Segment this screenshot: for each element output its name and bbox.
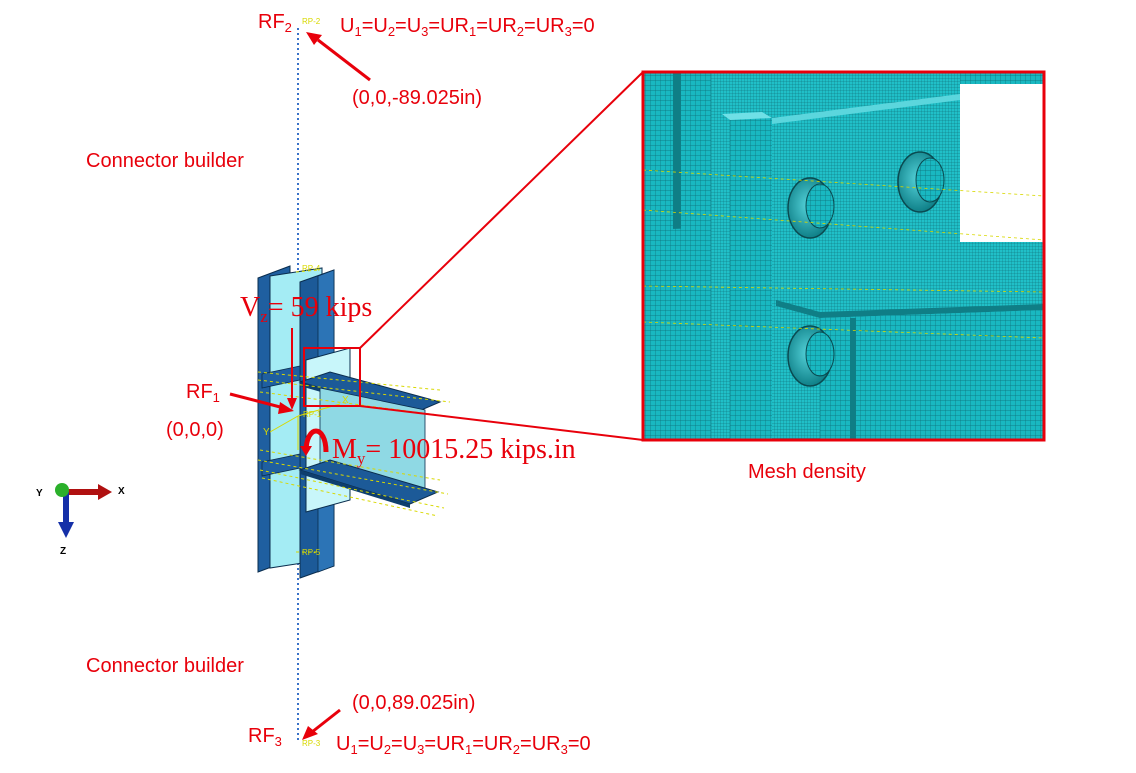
triad-y-label: Y (36, 488, 43, 499)
rf1-label: RF1 (186, 381, 220, 405)
local-x-tag: X (342, 395, 349, 406)
axis-triad (55, 483, 112, 538)
triad-z-label: Z (60, 546, 67, 557)
detail-box-small (303, 347, 361, 407)
connector-builder-top: Connector builder (86, 150, 244, 172)
triad-x-label: X (118, 486, 125, 497)
rp4-tag: RP-4 (302, 264, 321, 273)
rf3-coordinate: (0,0,89.025in) (352, 692, 476, 714)
continuity-plate-top (261, 365, 301, 389)
rp1-tag: RP-1 (303, 410, 322, 419)
rf2-label: RF2 (258, 11, 292, 35)
rf3-pointer (311, 708, 341, 734)
mesh-density-label: Mesh density (748, 461, 866, 483)
moment-arrow (303, 428, 329, 453)
rp3-tag: RP-3 (302, 739, 321, 748)
rf3-label: RF3 (248, 725, 282, 749)
rf2-boundary-condition: U1=U2=U3=UR1=UR2=UR3=0 (340, 15, 595, 39)
rf1-pointer (229, 392, 285, 410)
mesh-zoom-panel (641, 70, 1046, 442)
local-y-tag: Y (263, 427, 270, 438)
rp2-tag: RP-2 (302, 17, 321, 26)
rf2-coordinate: (0,0,-89.025in) (352, 87, 483, 109)
rp5-tag: RP-5 (302, 548, 321, 557)
shear-force-label: Vz= 59 kips (240, 292, 373, 326)
mesh-zoom-border (641, 70, 1046, 442)
rf3-boundary-condition: U1=U2=U3=UR1=UR2=UR3=0 (336, 733, 591, 757)
connector-builder-bottom: Connector builder (86, 655, 244, 677)
rf2-pointer (317, 38, 371, 82)
rf1-coordinate: (0,0,0) (166, 419, 224, 441)
moment-label: My= 10015.25 kips.in (332, 434, 576, 468)
